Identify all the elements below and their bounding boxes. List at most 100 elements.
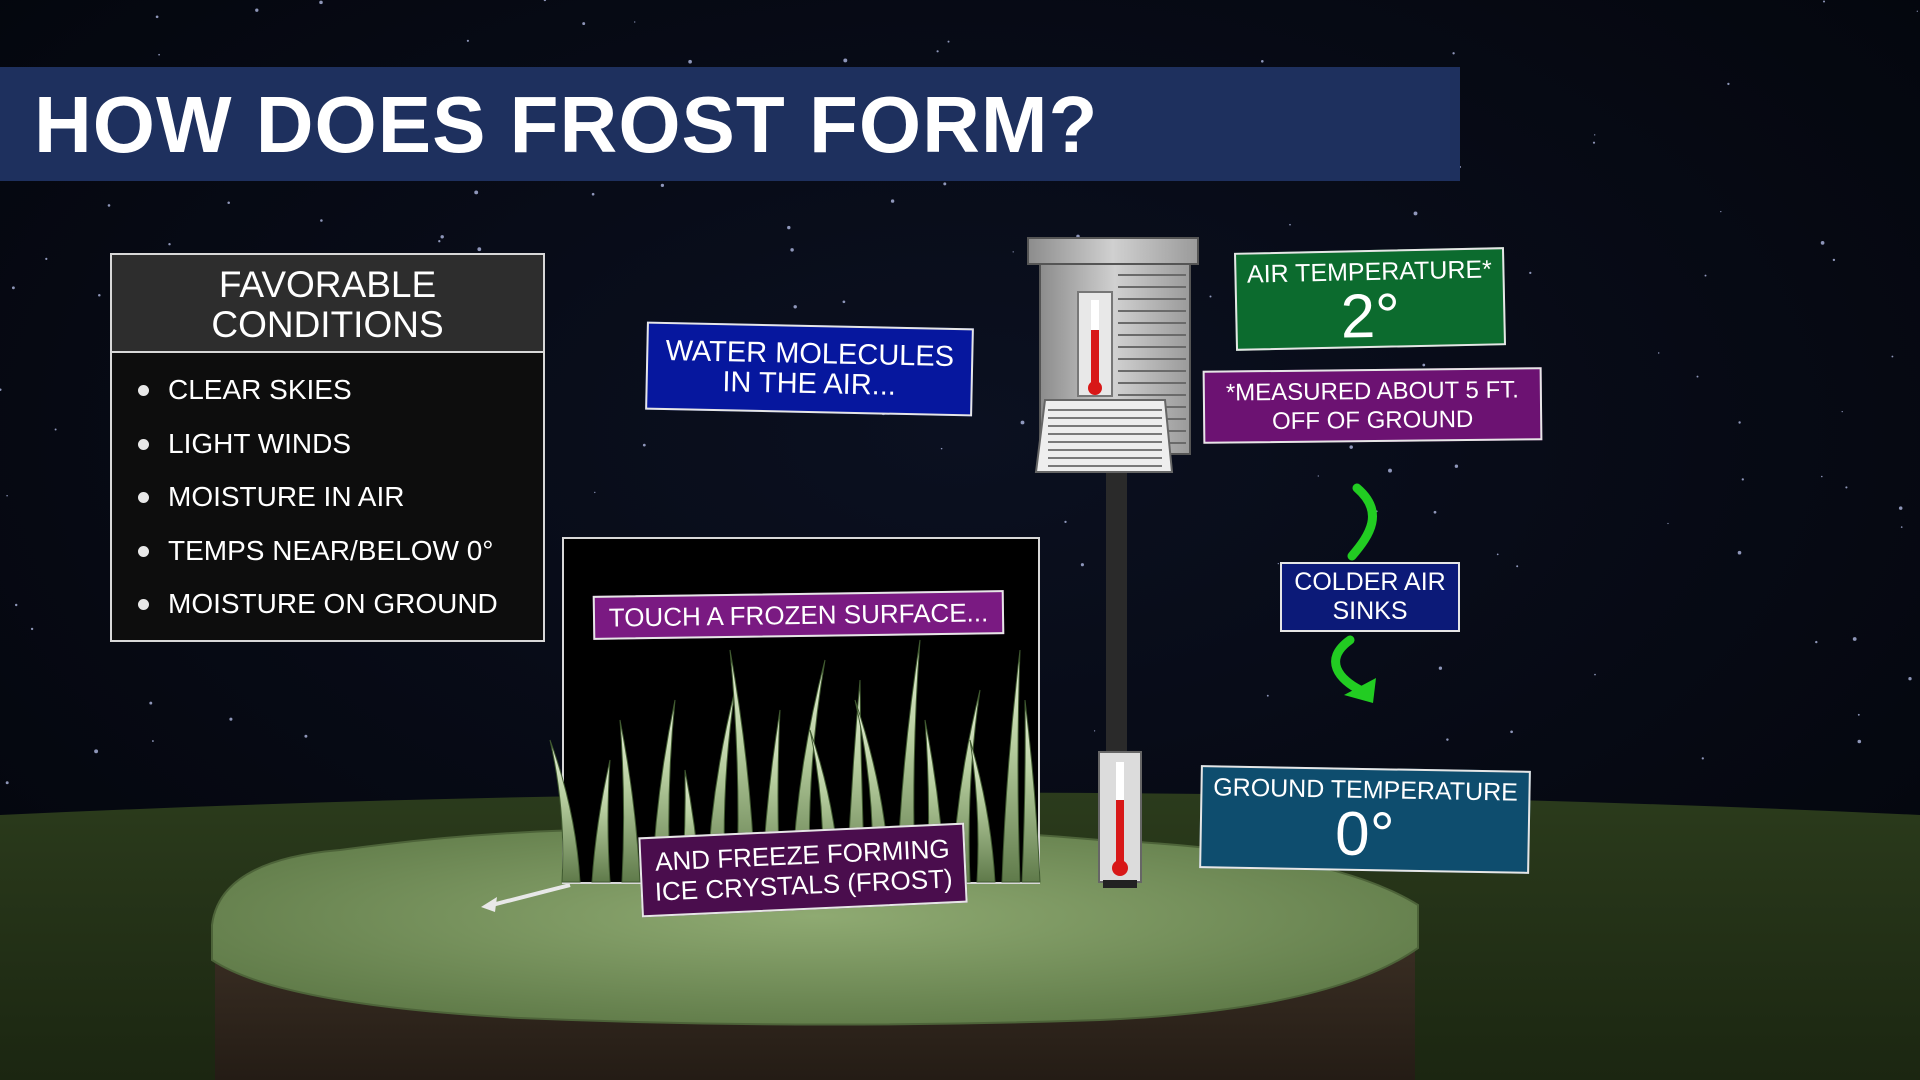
star: [1916, 10, 1918, 12]
favorable-conditions-box: FAVORABLE CONDITIONS CLEAR SKIES LIGHT W…: [110, 253, 545, 642]
star: [304, 734, 308, 738]
measured-note-label: *MEASURED ABOUT 5 FT. OFF OF GROUND: [1202, 367, 1543, 444]
title-bar: HOW DOES FROST FORM?: [0, 67, 1460, 181]
colder-air-label: COLDER AIR SINKS: [1280, 562, 1460, 632]
star: [255, 8, 259, 12]
star: [11, 286, 15, 290]
star: [1433, 510, 1437, 514]
star: [1454, 464, 1459, 468]
air-temperature-value: 2°: [1340, 281, 1401, 352]
star: [30, 627, 34, 631]
star: [474, 190, 479, 195]
star: [94, 749, 99, 754]
ground-thermometer: [1098, 751, 1142, 888]
star: [477, 247, 482, 252]
star: [1277, 562, 1279, 565]
star: [790, 248, 794, 252]
star: [319, 0, 323, 5]
star: [5, 781, 9, 785]
star: [155, 15, 159, 19]
conditions-heading: FAVORABLE CONDITIONS: [112, 255, 543, 353]
star: [1438, 666, 1443, 670]
star: [320, 219, 323, 222]
star: [591, 192, 595, 196]
grass-blade: [969, 739, 996, 883]
star: [1727, 82, 1730, 86]
star: [1529, 271, 1532, 275]
star: [1667, 522, 1669, 525]
star: [1592, 141, 1596, 144]
condition-item: MOISTURE IN AIR: [138, 470, 543, 524]
star: [1741, 478, 1744, 481]
star: [1738, 421, 1741, 424]
star: [1452, 52, 1455, 55]
star: [1841, 410, 1843, 413]
star: [1020, 420, 1025, 425]
star: [1720, 210, 1722, 213]
ground-arrow: [487, 883, 571, 908]
star: [1821, 475, 1823, 478]
condition-item: TEMPS NEAR/BELOW 0°: [138, 524, 543, 578]
star: [1898, 506, 1903, 510]
star: [940, 447, 943, 450]
star: [1594, 673, 1596, 676]
grass-blade: [591, 759, 611, 883]
star: [54, 428, 57, 431]
grass-blade: [896, 639, 921, 883]
star: [842, 300, 846, 304]
star: [1261, 60, 1264, 63]
star: [1012, 251, 1014, 253]
star: [6, 494, 8, 497]
star: [158, 53, 160, 56]
star: [1064, 520, 1067, 524]
star: [1820, 241, 1825, 245]
star: [1496, 553, 1499, 556]
star: [1701, 757, 1704, 760]
star: [1845, 486, 1848, 489]
star: [1815, 640, 1818, 644]
star: [947, 40, 950, 43]
star: [634, 21, 636, 23]
star: [1093, 730, 1096, 732]
star: [1388, 468, 1392, 473]
air-temperature-box: AIR TEMPERATURE* 2°: [1234, 247, 1506, 352]
star: [787, 225, 791, 230]
star: [1908, 677, 1912, 681]
instrument-shelter: [1027, 237, 1199, 473]
star: [1822, 0, 1826, 3]
star: [890, 199, 895, 203]
grass-blade: [1021, 699, 1041, 883]
star: [843, 58, 848, 63]
grass-blades: [549, 639, 1041, 883]
water-molecules-label: WATER MOLECULES IN THE AIR...: [645, 321, 974, 417]
star: [936, 50, 939, 53]
star: [1594, 134, 1596, 136]
star: [1900, 526, 1903, 528]
star: [151, 740, 154, 742]
star: [660, 183, 665, 188]
star: [1852, 637, 1857, 641]
star: [1422, 363, 1426, 367]
star: [0, 388, 2, 391]
star: [943, 182, 947, 186]
star: [149, 701, 153, 705]
star: [1704, 274, 1707, 277]
star: [1209, 295, 1212, 298]
grass-blade: [1001, 649, 1021, 883]
star: [1857, 713, 1860, 716]
grass-blade: [791, 659, 826, 883]
star: [227, 201, 230, 205]
grass-blade: [619, 719, 641, 883]
star: [1349, 445, 1353, 449]
star: [14, 603, 18, 607]
star: [1891, 355, 1894, 358]
star: [1696, 375, 1699, 378]
star: [229, 717, 233, 721]
star: [1413, 211, 1418, 216]
star: [98, 293, 101, 297]
star: [582, 22, 586, 26]
star: [466, 39, 469, 42]
star: [1832, 258, 1836, 262]
star: [1510, 730, 1513, 734]
star: [594, 491, 596, 494]
